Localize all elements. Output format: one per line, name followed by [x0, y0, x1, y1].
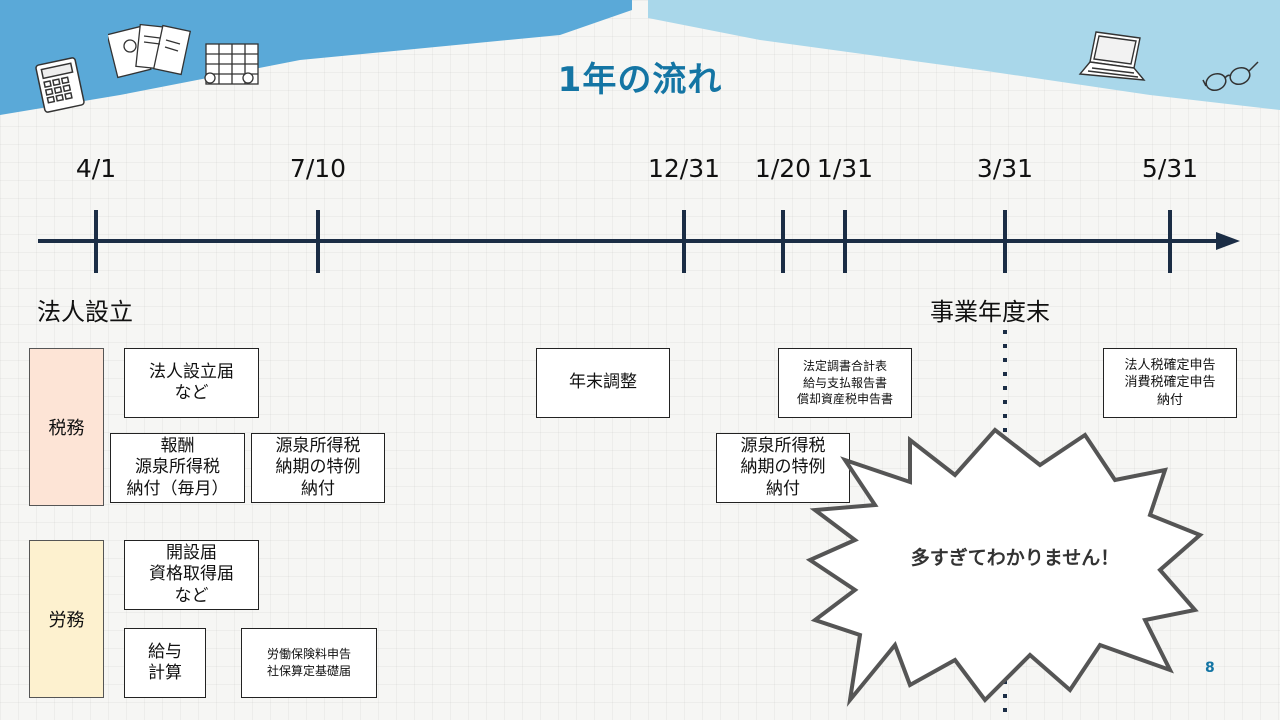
tax-year-end-adjustment: 年末調整	[536, 348, 670, 418]
milestone-incorporation: 法人設立	[37, 298, 133, 326]
page-number: 8	[1205, 660, 1215, 676]
tax-special-payment-july: 源泉所得税 納期の特例 納付	[251, 433, 385, 503]
timeline-axis	[38, 210, 1240, 273]
date-label-jan20: 1/20	[754, 154, 812, 183]
date-label-dec31: 12/31	[647, 154, 721, 183]
tax-incorporation-notice: 法人設立届 など	[124, 348, 259, 418]
category-labor: 労務	[29, 540, 104, 698]
date-label-jul10: 7/10	[289, 154, 347, 183]
laptop-icon	[1078, 31, 1146, 81]
documents-icon	[108, 23, 192, 79]
labor-payroll: 給与 計算	[124, 628, 206, 698]
glasses-icon	[1202, 61, 1259, 92]
tax-statutory-reports: 法定調書合計表 給与支払報告書 償却資産税申告書	[778, 348, 912, 418]
category-tax: 税務	[29, 348, 104, 506]
calculator-icon	[35, 57, 85, 113]
building-icon	[204, 43, 259, 85]
date-label-may31: 5/31	[1141, 154, 1199, 183]
tax-final-returns: 法人税確定申告 消費税確定申告 納付	[1103, 348, 1237, 418]
callout-text: 多すぎてわかりません！	[910, 547, 1120, 569]
milestone-fiscal-year-end: 事業年度末	[930, 298, 1050, 326]
page-title: 1年の流れ	[557, 60, 723, 100]
date-label-mar31: 3/31	[976, 154, 1034, 183]
tax-special-payment-january: 源泉所得税 納期の特例 納付	[716, 433, 850, 503]
labor-insurance-filings: 労働保険料申告 社保算定基礎届	[241, 628, 377, 698]
date-label-jan31: 1/31	[816, 154, 874, 183]
labor-registration-notice: 開設届 資格取得届 など	[124, 540, 259, 610]
date-label-apr1: 4/1	[75, 154, 117, 183]
callout-burst	[805, 427, 1204, 707]
tax-monthly-withholding: 報酬 源泉所得税 納付（毎月）	[110, 433, 245, 503]
